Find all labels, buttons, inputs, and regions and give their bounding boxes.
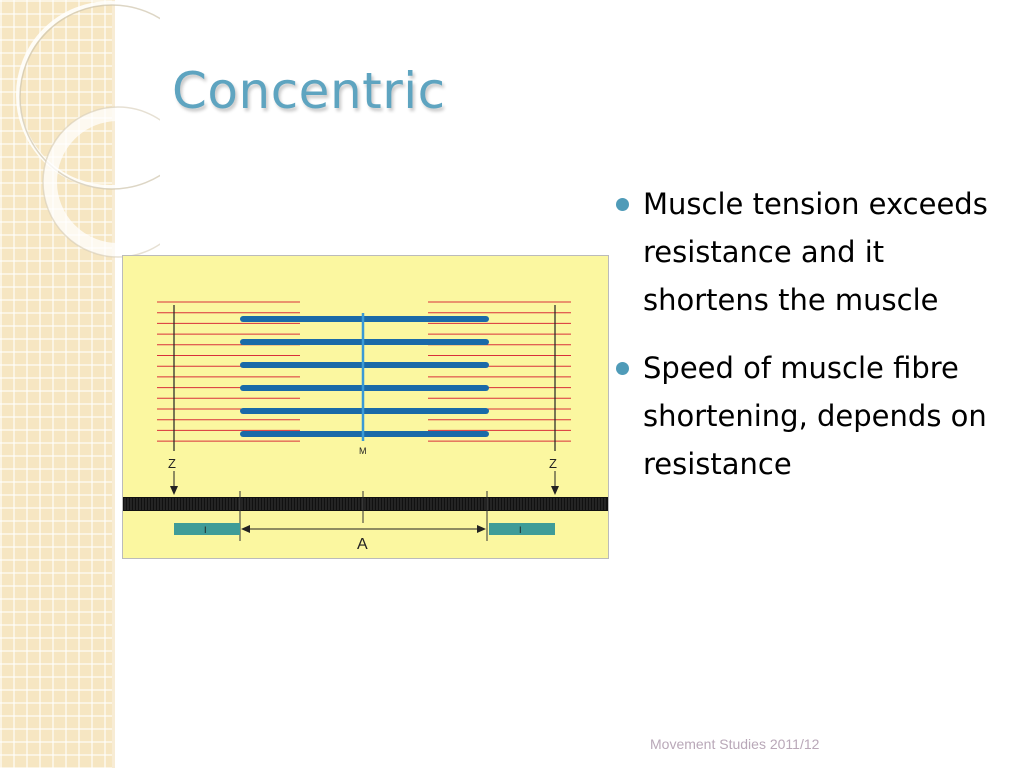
striation-ticks [124,498,606,510]
a-band-arrowhead-left [241,525,250,533]
diagram-background [122,255,609,559]
m-label: M [359,446,367,456]
decorative-side-panel [0,0,115,768]
bullet-list: Muscle tension exceeds resistance and it… [610,180,1010,508]
sarcomere-diagram: Z Z M I I A [122,255,609,559]
z-label-right: Z [549,456,557,471]
bullet-text: Speed of muscle fibre shortening, depend… [643,351,987,481]
slide-footer: Movement Studies 2011/12 [650,736,820,752]
bullet-item: Muscle tension exceeds resistance and it… [610,180,1010,324]
bullet-dot-icon [616,362,629,375]
bullet-dot-icon [616,198,629,211]
i-band-right [489,523,555,535]
myosin-filaments [240,316,489,437]
z-arrowhead-left [170,486,178,495]
z-arrowhead-right [551,486,559,495]
i-band-left [174,523,240,535]
striation-band [123,497,608,511]
a-band-label: A [357,536,368,553]
a-band-arrowhead-right [477,525,486,533]
z-label-left: Z [168,456,176,471]
bullet-text: Muscle tension exceeds resistance and it… [643,187,988,317]
slide-title: Concentric [172,62,446,120]
i-band-label-left: I [204,525,207,535]
i-band-label-right: I [519,525,522,535]
decorative-rings [16,1,160,258]
bullet-item: Speed of muscle fibre shortening, depend… [610,344,1010,488]
